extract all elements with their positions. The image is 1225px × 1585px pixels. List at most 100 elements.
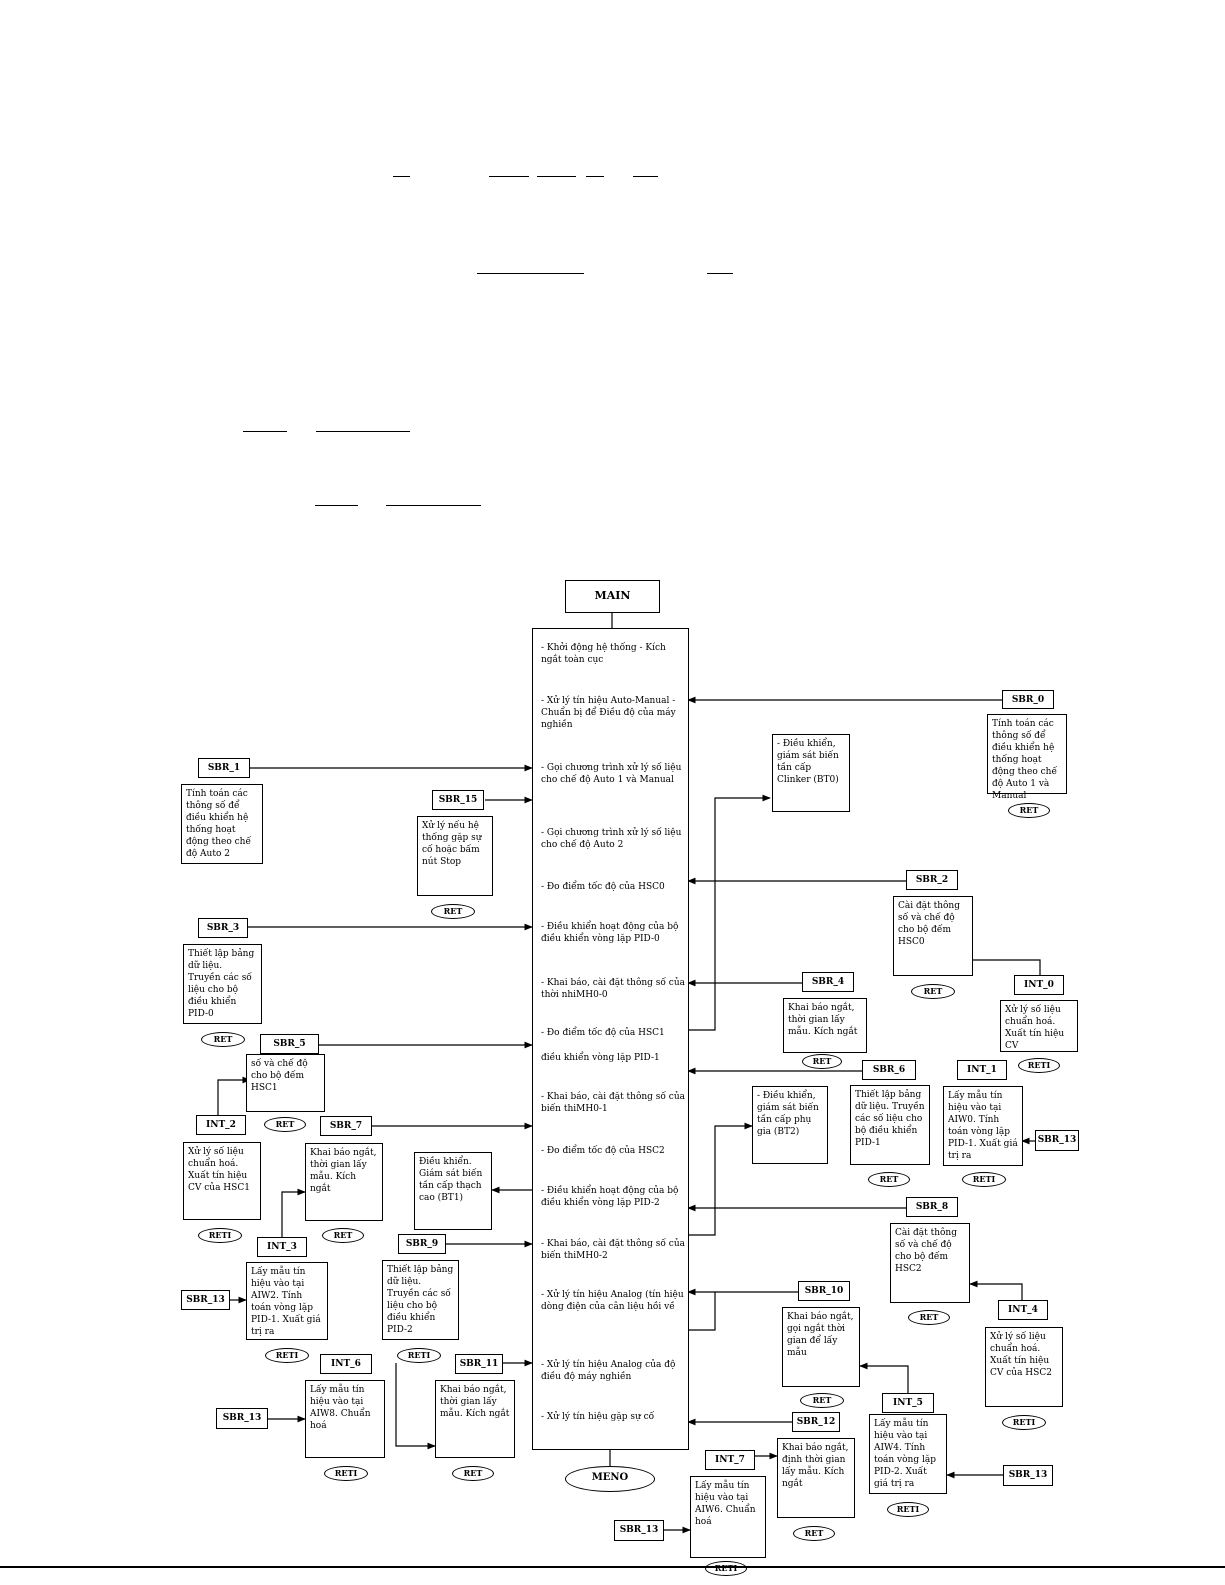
- main-step-7: - Khai báo, cài đặt thông số của thời nh…: [541, 978, 685, 1000]
- sbr5-desc: số và chế độ cho bộ đếm HSC1: [246, 1054, 325, 1112]
- sbr8-ret: RET: [908, 1310, 950, 1325]
- sbr3-desc: Thiết lập bảng dữ liệu. Truyền các số li…: [183, 944, 262, 1024]
- sbr10-label: SBR_10: [798, 1281, 850, 1301]
- page-bottom-rule: [0, 1566, 1225, 1568]
- formula-line-1c: [537, 176, 576, 177]
- int3-desc: Lấy mẫu tín hiệu vào tại AIW2. Tính toán…: [246, 1262, 328, 1340]
- main-step-3: - Gọi chương trình xử lý số liệu cho chế…: [541, 763, 682, 785]
- main-title: MAIN: [594, 589, 631, 602]
- sbr3-label: SBR_3: [198, 918, 248, 938]
- formula-line-4b: [386, 505, 481, 506]
- sbr1-label: SBR_1: [198, 758, 250, 778]
- formula-line-2a: [477, 273, 584, 274]
- sbr9-ret: RETI: [397, 1348, 441, 1363]
- int7-desc: Lấy mẫu tín hiệu vào tại AIW6. Chuẩn hoá: [690, 1476, 766, 1558]
- int6-desc: Lấy mẫu tín hiệu vào tại AIW8. Chuẩn hoá: [305, 1380, 385, 1458]
- main-step-10: - Khai báo, cài đặt thông số của biến th…: [541, 1092, 685, 1114]
- int2-desc: Xử lý số liệu chuẩn hoá. Xuất tín hiệu C…: [183, 1142, 261, 1220]
- main-step-5: - Đo điểm tốc độ của HSC0: [541, 882, 665, 892]
- arrow-int6-sbr11: [395, 1363, 436, 1450]
- sbr13-to-int7: SBR_13: [614, 1520, 664, 1541]
- main-step-1: - Khởi động hệ thống - Kích ngắt toàn cụ…: [541, 643, 666, 665]
- formula-line-1b: [489, 176, 529, 177]
- sbr9-desc: Thiết lập bảng dữ liệu. Truyền các số li…: [382, 1260, 459, 1340]
- sbr15-desc: Xử lý nếu hệ thống gặp sự cố hoặc bấm nú…: [417, 816, 493, 896]
- main-step-4: - Gọi chương trình xử lý số liệu cho chế…: [541, 828, 682, 850]
- formula-line-1e: [633, 176, 658, 177]
- int5-ret: RETI: [887, 1502, 929, 1517]
- int2-ret: RETI: [198, 1228, 242, 1243]
- sbr11-desc: Khai báo ngắt, thời gian lấy mẫu. Kích n…: [435, 1380, 515, 1458]
- int4-label: INT_4: [998, 1300, 1048, 1320]
- sbr0-label: SBR_0: [1002, 690, 1054, 709]
- sbr11-label: SBR_11: [455, 1354, 503, 1374]
- int1-desc: Lấy mẫu tín hiệu vào tại AIW0. Tính toán…: [943, 1086, 1023, 1166]
- sbr10-desc: Khai báo ngắt, gọi ngắt thời gian để lấy…: [782, 1307, 860, 1387]
- int3-ret: RETI: [265, 1348, 309, 1363]
- sbr6-label: SBR_6: [862, 1060, 916, 1080]
- main-step-8: - Đo điểm tốc độ của HSC1: [541, 1028, 665, 1038]
- main-step-12: - Điều khiển hoạt động của bộ điều khiển…: [541, 1186, 679, 1208]
- arrow-pt0: [688, 794, 771, 1031]
- sbr7-desc: Khai báo ngắt, thời gian lấy mẫu. Kích n…: [305, 1143, 383, 1221]
- sbr7-label: SBR_7: [320, 1116, 372, 1136]
- sbr2-desc: Cài đặt thông số và chế độ cho bộ đếm HS…: [893, 896, 973, 976]
- sbr13-to-int1: SBR_13: [1035, 1130, 1079, 1151]
- formula-line-1a: [393, 176, 410, 177]
- sbr13-to-int3: SBR_13: [181, 1290, 230, 1310]
- sbr13-to-int6: SBR_13: [216, 1408, 268, 1429]
- main-steps-box: - Khởi động hệ thống - Kích ngắt toàn cụ…: [532, 628, 689, 1450]
- sbr4-ret: RET: [802, 1054, 842, 1069]
- sbr8-label: SBR_8: [906, 1197, 958, 1217]
- sbr0-ret: RET: [1008, 803, 1050, 818]
- sbr4-label: SBR_4: [802, 972, 854, 992]
- formula-line-1d: [586, 176, 604, 177]
- int6-ret: RETI: [324, 1466, 368, 1481]
- int7-label: INT_7: [705, 1450, 755, 1470]
- sbr5-ret: RET: [264, 1117, 306, 1132]
- sbr8-desc: Cài đặt thông số và chế độ cho bộ đếm HS…: [890, 1223, 970, 1303]
- int5-label: INT_5: [882, 1393, 934, 1413]
- arrow-pt2: [688, 1122, 753, 1236]
- int0-label: INT_0: [1014, 975, 1064, 995]
- sbr12-desc: Khai báo ngắt, định thời gian lấy mẫu. K…: [777, 1438, 855, 1518]
- main-step-6: - Điều khiển hoạt động của bộ điều khiển…: [541, 922, 679, 944]
- int2-label: INT_2: [196, 1115, 246, 1135]
- int1-label: INT_1: [957, 1060, 1007, 1080]
- process-bt1: Điều khiển. Giám sát biến tần cấp thạch …: [414, 1152, 492, 1230]
- arrow-int4-sbr8: [969, 1280, 1023, 1300]
- main-step-11: - Đo điểm tốc độ của HSC2: [541, 1146, 665, 1156]
- int5-desc: Lấy mẫu tín hiệu vào tại AIW4. Tính toán…: [869, 1414, 947, 1494]
- process-bt2: - Điều khiển, giám sát biến tần cấp phụ …: [752, 1086, 828, 1164]
- sbr2-label: SBR_2: [906, 870, 958, 890]
- formula-line-3a: [243, 431, 287, 432]
- process-bt0: - Điều khiển, giám sát biến tần cấp Clin…: [772, 734, 850, 812]
- arrow-int0-sbr2: [973, 959, 1041, 975]
- sbr0-desc: Tính toán các thông số để điều khiển hệ …: [987, 714, 1067, 801]
- main-step-14: - Xử lý tín hiệu Analog (tín hiệu dòng đ…: [541, 1290, 684, 1312]
- sbr12-label: SBR_12: [792, 1412, 840, 1432]
- arrow-int2-sbr5: [217, 1076, 251, 1115]
- sbr3-ret: RET: [201, 1032, 245, 1047]
- sbr7-ret: RET: [322, 1228, 364, 1243]
- formula-line-3b: [316, 431, 410, 432]
- sbr6-desc: Thiết lập bảng dữ liệu. Truyền các số li…: [850, 1085, 930, 1165]
- int0-desc: Xử lý số liệu chuẩn hoá. Xuất tín hiệu C…: [1000, 1000, 1078, 1052]
- int0-ret: RETI: [1018, 1058, 1060, 1073]
- sbr9-label: SBR_9: [398, 1234, 446, 1254]
- sbr12-ret: RET: [793, 1526, 835, 1541]
- main-end-label: MENO: [591, 1472, 629, 1483]
- arrow-pt2-b: [688, 1292, 716, 1331]
- formula-line-4a: [315, 505, 358, 506]
- main-step-2: - Xử lý tín hiệu Auto-Manual - Chuẩn bị …: [541, 696, 676, 730]
- sbr11-ret: RET: [452, 1466, 494, 1481]
- sbr6-ret: RET: [868, 1172, 910, 1187]
- formula-line-2b: [707, 273, 733, 274]
- connector-lines: [217, 612, 1041, 1534]
- sbr15-ret: RET: [431, 904, 475, 919]
- sbr13-to-int5: SBR_13: [1003, 1465, 1053, 1486]
- sbr2-ret: RET: [911, 984, 955, 999]
- sbr5-label: SBR_5: [260, 1034, 319, 1054]
- main-title-box: MAIN: [565, 580, 660, 613]
